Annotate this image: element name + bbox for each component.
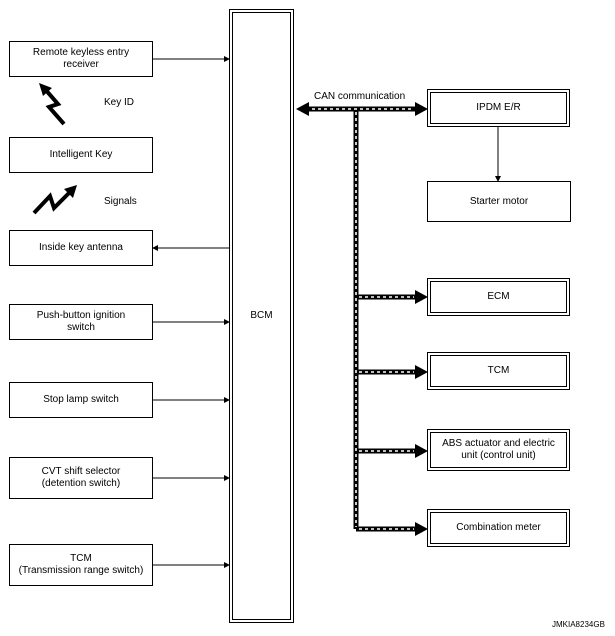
push-button-ignition-switch-label: Push-button ignition switch [36,310,126,333]
tcm-transmission-range-switch-box: TCM (Transmission range switch) [9,544,153,586]
combination-meter-box: Combination meter [427,509,570,547]
key-id-label: Key ID [104,97,135,108]
tcm-box: TCM [427,352,570,390]
stop-lamp-switch-label: Stop lamp switch [43,394,119,405]
key-id-signal-icon [39,83,66,126]
ipdm-er-box: IPDM E/R [427,89,570,127]
abs-actuator-label: ABS actuator and electric unit (control … [442,438,555,461]
tcm-label: TCM [487,365,510,376]
can-communication-label: CAN communication [314,91,406,102]
signals-signal-icon [32,185,77,215]
intelligent-key-box: Intelligent Key [9,137,153,173]
stop-lamp-switch-box: Stop lamp switch [9,382,153,418]
remote-keyless-entry-receiver-box: Remote keyless entry receiver [9,41,153,77]
can-bus [296,102,428,536]
figure-id: JMKIA8234GB [552,620,605,629]
starter-motor-label: Starter motor [469,195,529,207]
ecm-box: ECM [427,278,570,316]
bcm-box: BCM [229,9,294,623]
bcm-label: BCM [250,310,273,321]
cvt-shift-selector-box: CVT shift selector (detention switch) [9,457,153,499]
ipdm-er-label: IPDM E/R [476,102,521,113]
inside-key-antenna-box: Inside key antenna [9,230,153,266]
combination-meter-label: Combination meter [456,522,541,533]
ecm-label: ECM [487,291,510,302]
cvt-shift-selector-label: CVT shift selector (detention switch) [41,466,121,489]
tcm-transmission-range-switch-label: TCM (Transmission range switch) [18,553,144,576]
inside-key-antenna-label: Inside key antenna [39,242,123,253]
push-button-ignition-switch-box: Push-button ignition switch [9,304,153,340]
remote-keyless-entry-receiver-label: Remote keyless entry receiver [32,47,130,70]
starter-motor-box: Starter motor [427,181,571,222]
intelligent-key-label: Intelligent Key [49,149,113,160]
signals-label: Signals [104,196,137,207]
abs-actuator-box: ABS actuator and electric unit (control … [427,429,570,471]
